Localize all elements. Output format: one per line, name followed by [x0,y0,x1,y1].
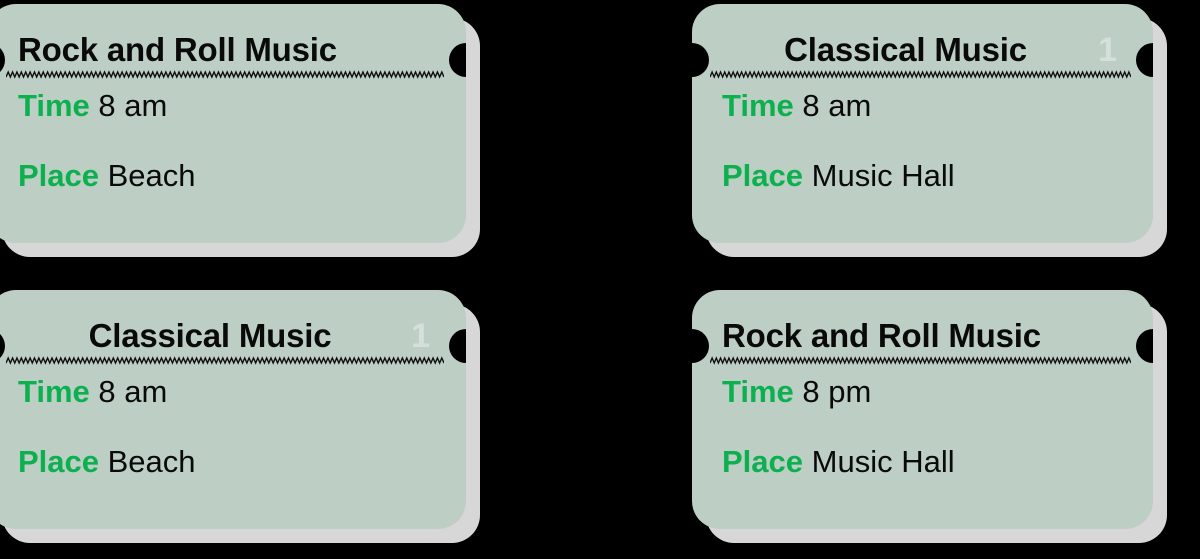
card-title-row: Classical Music 1 [6,316,444,365]
ticket-notch-left-icon [692,43,709,77]
wavy-underline-icon [6,70,444,80]
field-label-time: Time [18,374,99,409]
event-card[interactable]: Classical Music 1 Time 8 am Place Beach [0,290,480,543]
card-field-time: Time 8 am [722,86,1123,126]
wavy-underline-icon [710,70,1131,80]
event-card[interactable]: Rock and Roll Music Time 8 pm Place Musi… [692,290,1167,543]
ticket-notch-right-icon [449,43,466,77]
wavy-underline-icon [6,356,444,366]
card-title-row: Rock and Roll Music [6,30,444,79]
field-value-place: Beach [107,158,196,193]
field-label-time: Time [722,88,803,123]
card-body: Rock and Roll Music Time 8 am Place Beac… [0,4,466,243]
ticket-notch-left-icon [692,329,709,363]
field-value-time: 8 am [802,88,872,123]
card-number-watermark: 1 [1098,31,1117,69]
field-label-place: Place [18,158,108,193]
field-value-time: 8 pm [802,374,872,409]
card-field-time: Time 8 am [18,372,436,412]
field-value-time: 8 am [98,374,168,409]
field-value-place: Beach [107,444,196,479]
ticket-notch-left-icon [0,43,5,77]
card-title: Classical Music [88,317,332,354]
field-label-place: Place [722,158,812,193]
card-field-time: Time 8 am [18,86,436,126]
card-title-row: Classical Music 1 [710,30,1131,79]
card-number-watermark: 1 [411,317,430,355]
field-value-place: Music Hall [811,158,955,193]
wavy-underline-icon [710,356,1131,366]
card-title: Classical Music [784,31,1027,68]
field-label-time: Time [722,374,803,409]
ticket-notch-right-icon [449,329,466,363]
card-field-place: Place Music Hall [722,156,1123,196]
event-card[interactable]: Classical Music 1 Time 8 am Place Music … [692,4,1167,257]
card-body: Classical Music 1 Time 8 am Place Music … [692,4,1153,243]
card-title-row: Rock and Roll Music [710,316,1131,365]
card-field-place: Place Music Hall [722,442,1123,482]
card-body: Rock and Roll Music Time 8 pm Place Musi… [692,290,1153,529]
card-title: Rock and Roll Music [18,31,337,68]
field-label-place: Place [18,444,108,479]
card-body: Classical Music 1 Time 8 am Place Beach [0,290,466,529]
ticket-notch-right-icon [1136,329,1153,363]
field-value-place: Music Hall [811,444,955,479]
field-label-time: Time [18,88,99,123]
ticket-notch-right-icon [1136,43,1153,77]
field-value-time: 8 am [98,88,168,123]
card-field-time: Time 8 pm [722,372,1123,412]
card-field-place: Place Beach [18,156,436,196]
event-card[interactable]: Rock and Roll Music Time 8 am Place Beac… [0,4,480,257]
card-field-place: Place Beach [18,442,436,482]
ticket-notch-left-icon [0,329,5,363]
field-label-place: Place [722,444,812,479]
card-title: Rock and Roll Music [722,317,1041,354]
